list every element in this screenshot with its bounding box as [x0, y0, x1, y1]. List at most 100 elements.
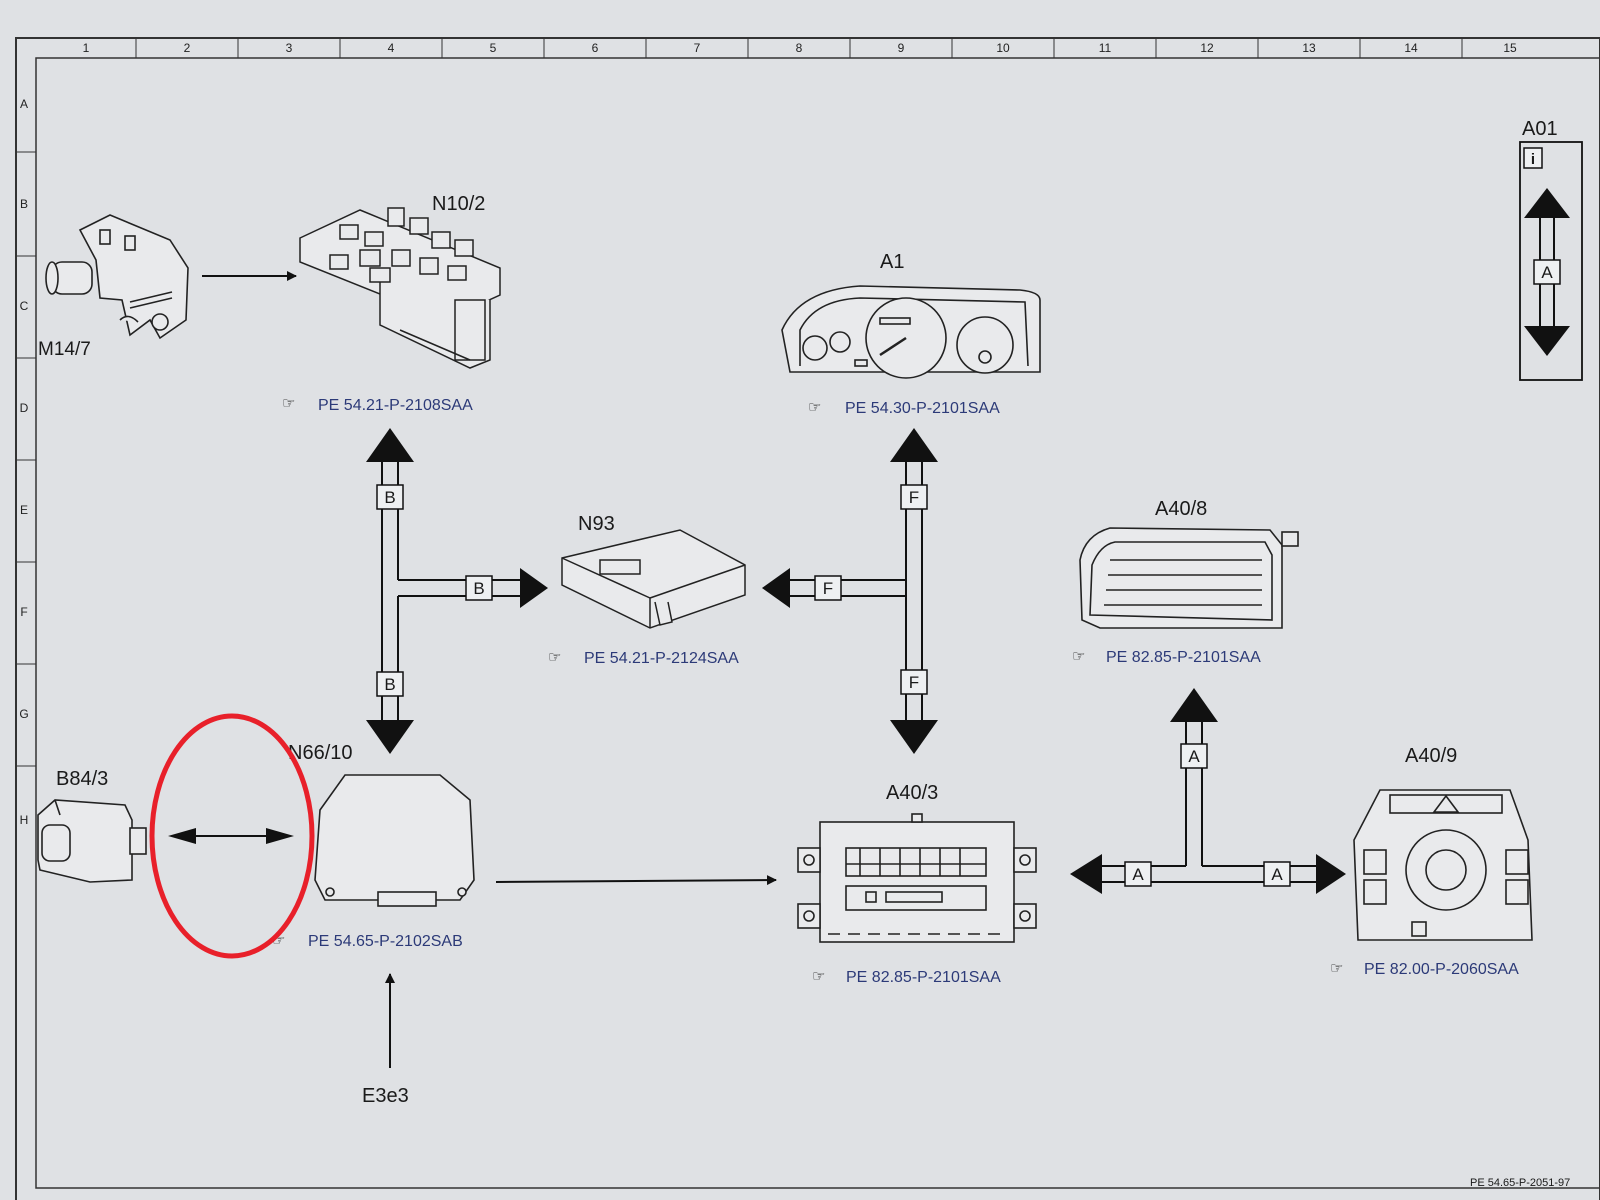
arrowhead-b84-3-side [168, 828, 196, 844]
bus-f-box-left [814, 575, 842, 601]
bus-f-label-lower: F [909, 673, 919, 692]
a40-8-reference-icon: ☞ [1072, 648, 1085, 665]
bus-a-lines [1102, 722, 1316, 883]
grid-col-14: 14 [1404, 41, 1418, 55]
n66-10-reference: PE 54.65-P-2102SAB [308, 933, 463, 950]
legend-arrowhead-up [1524, 188, 1570, 218]
bus-b-label-right: B [473, 579, 484, 598]
grid-col-2: 2 [184, 41, 191, 55]
bus-b-label-upper: B [384, 488, 395, 507]
grid-col-1: 1 [83, 41, 90, 55]
a40-8-display-illustration [1079, 527, 1299, 629]
bus-b-arrowhead-right [520, 568, 548, 608]
a40-8-label: A40/8 [1155, 498, 1207, 520]
bus-b-arrowhead-up [366, 428, 414, 462]
grid-col-6: 6 [592, 41, 599, 55]
b84-3-camera-illustration [37, 799, 147, 883]
grid-row-f: F [20, 605, 27, 619]
n66-10-control-unit-illustration [314, 774, 475, 907]
bus-f-label-left: F [823, 579, 833, 598]
grid-col-5: 5 [490, 41, 497, 55]
inner-frame [35, 57, 1600, 1189]
grid-col-7: 7 [694, 41, 701, 55]
a1-reference: PE 54.30-P-2101SAA [845, 400, 1000, 417]
bus-a-label-right: A [1271, 865, 1283, 884]
n93-module-illustration [561, 529, 746, 629]
legend-bus-label: A [1541, 263, 1553, 282]
legend-arrowhead-down [1524, 326, 1570, 356]
bus-a-box-right [1263, 861, 1291, 887]
bus-a-arrowhead-up [1170, 688, 1218, 722]
bus-a-label-left: A [1132, 865, 1144, 884]
grid-row-a: A [20, 97, 28, 111]
grid-col-13: 13 [1302, 41, 1316, 55]
a40-9-control-panel-illustration [1353, 789, 1533, 941]
bus-a-box-left [1124, 861, 1152, 887]
grid-col-9: 9 [898, 41, 905, 55]
grid-row-h: H [20, 813, 29, 827]
grid-col-8: 8 [796, 41, 803, 55]
a1-instrument-cluster-illustration [781, 285, 1041, 379]
n93-label: N93 [578, 513, 615, 535]
m14-7-label: M14/7 [38, 339, 91, 360]
legend-title: A01 [1522, 118, 1558, 140]
n10-2-module-illustration [299, 207, 501, 369]
bus-b-box-upper [376, 484, 404, 510]
bus-f-arrowhead-left [762, 568, 790, 608]
a40-3-reference: PE 82.85-P-2101SAA [846, 969, 1001, 986]
bus-a-box-upper [1180, 743, 1208, 769]
red-highlight-circle [149, 713, 315, 959]
grid-row-d: D [20, 401, 29, 415]
a40-9-reference-icon: ☞ [1330, 960, 1343, 977]
grid-col-12: 12 [1200, 41, 1214, 55]
bus-f-label-upper: F [909, 488, 919, 507]
grid-col-3: 3 [286, 41, 293, 55]
a1-reference-icon: ☞ [808, 399, 821, 416]
grid-col-11: 11 [1099, 41, 1112, 55]
grid-col-10: 10 [996, 41, 1010, 55]
a40-9-reference: PE 82.00-P-2060SAA [1364, 961, 1519, 978]
a40-8-reference: PE 82.85-P-2101SAA [1106, 649, 1261, 666]
a40-3-head-unit-illustration [797, 813, 1037, 943]
grid-row-b: B [20, 197, 28, 211]
n10-2-label: N10/2 [432, 193, 485, 215]
bus-f-arrowhead-up [890, 428, 938, 462]
a40-3-reference-icon: ☞ [812, 968, 825, 985]
bus-a-arrowhead-left [1070, 854, 1102, 894]
document-number: PE 54.65-P-2051-97 [1470, 1177, 1570, 1189]
grid-row-g: G [19, 707, 28, 721]
e3e3-label: E3e3 [362, 1085, 409, 1107]
a40-3-label: A40/3 [886, 782, 938, 804]
info-icon-box [1523, 147, 1543, 169]
grid-row-c: C [20, 299, 29, 313]
a40-9-label: A40/9 [1405, 745, 1457, 767]
m14-7-actuator-illustration [45, 214, 189, 340]
n66-10-label: N66/10 [288, 742, 353, 764]
info-icon: i [1531, 151, 1535, 168]
legend-box [1519, 141, 1583, 381]
n93-reference-icon: ☞ [548, 649, 561, 666]
a1-label: A1 [880, 251, 904, 273]
n10-2-reference-icon: ☞ [282, 395, 295, 412]
bus-f-arrowhead-down [890, 720, 938, 754]
bus-a-label-upper: A [1188, 747, 1200, 766]
bus-f-box-upper [900, 484, 928, 510]
outer-frame [15, 37, 1600, 1200]
bus-b-box-right [465, 575, 493, 601]
grid-col-4: 4 [388, 41, 395, 55]
b84-3-label: B84/3 [56, 768, 108, 790]
grid-row-e: E [20, 503, 28, 517]
arrow-n66-10-to-a40-3 [495, 875, 777, 886]
bus-a-arrowhead-right [1316, 854, 1346, 894]
arrowhead-n66-10-side [266, 828, 294, 844]
grid-col-15: 15 [1503, 41, 1517, 55]
legend-bus-box [1533, 259, 1561, 285]
bus-f-box-lower [900, 669, 928, 695]
bus-b-arrowhead-down [366, 720, 414, 754]
bus-b-label-lower: B [384, 675, 395, 694]
n93-reference: PE 54.21-P-2124SAA [584, 650, 739, 667]
bus-b-box-lower [376, 671, 404, 697]
n10-2-reference: PE 54.21-P-2108SAA [318, 397, 473, 414]
